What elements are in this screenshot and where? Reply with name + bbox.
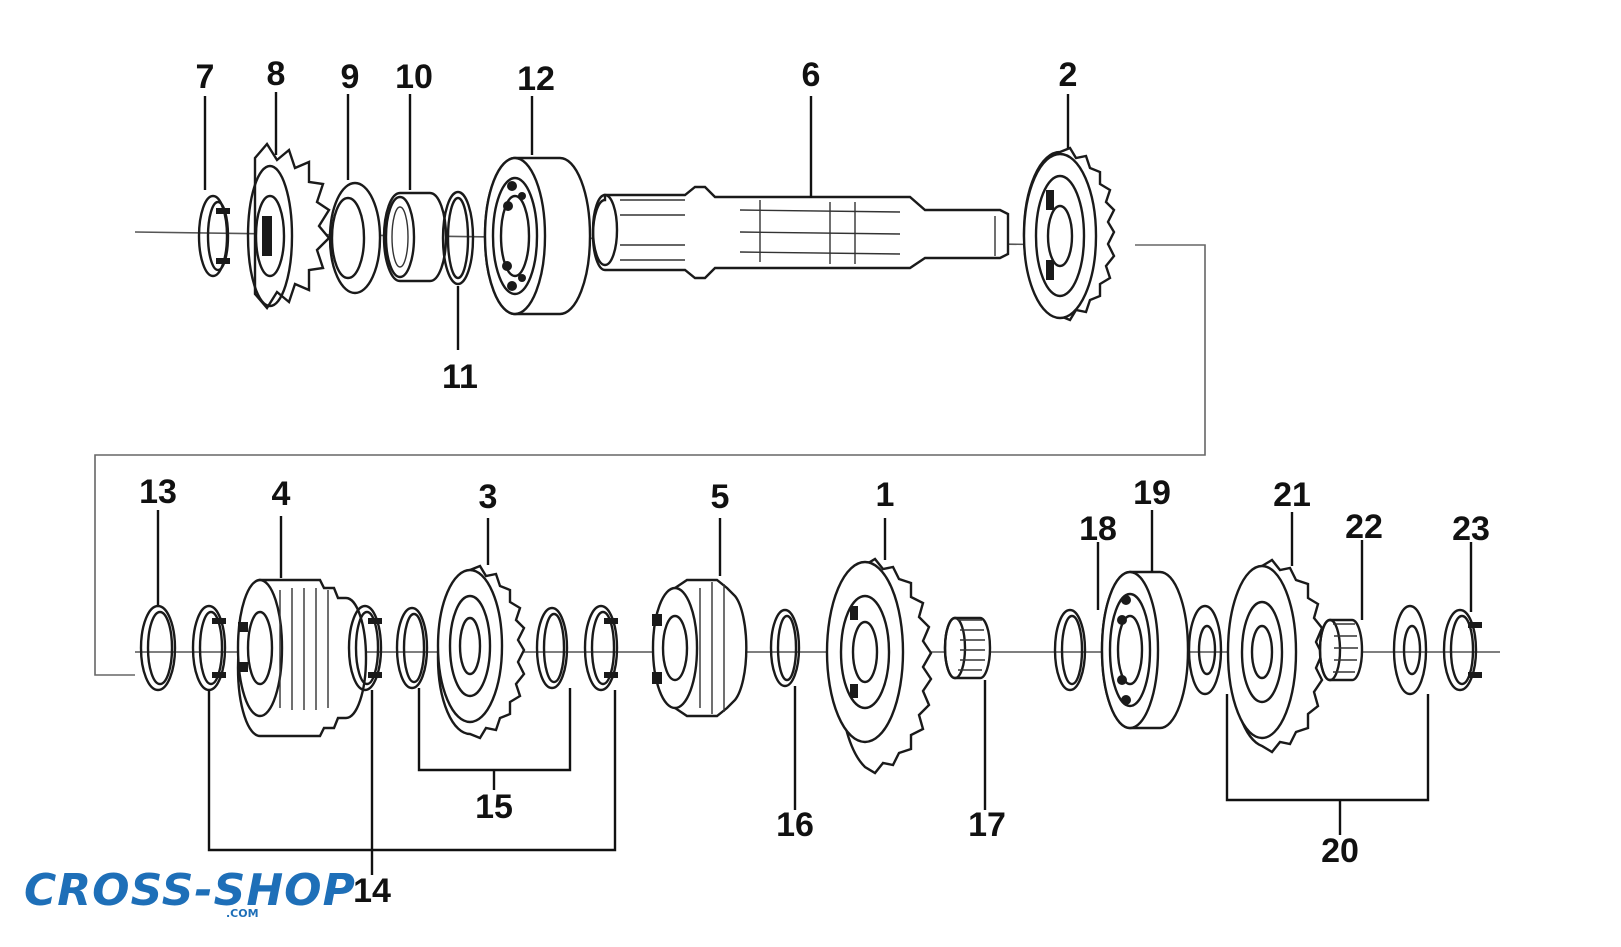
label-10: 10 [395, 58, 433, 96]
label-3: 3 [479, 478, 498, 516]
label-12: 12 [517, 60, 555, 98]
label-4: 4 [272, 475, 291, 513]
label-2: 2 [1059, 56, 1078, 94]
label-9: 9 [341, 58, 360, 96]
part-23-circlip [1442, 608, 1482, 692]
part-21-gear [1226, 558, 1324, 754]
label-22: 22 [1345, 508, 1383, 546]
cross-shop-logo: CROSS-SHOP .COM [24, 865, 356, 920]
part-3-gear [436, 564, 526, 740]
part-5-gear [651, 578, 748, 718]
part-18-circlip [1053, 608, 1087, 692]
logo-text: CROSS-SHOP [24, 865, 356, 916]
part-20-washer-a [1187, 604, 1223, 696]
part-22-needle-bearing [1318, 618, 1364, 682]
label-15: 15 [475, 788, 513, 826]
shaft-connector-line [94, 244, 1206, 676]
part-number-labels: 7 8 9 10 12 6 2 11 13 4 3 5 1 19 21 18 2… [139, 55, 1490, 910]
part-14-circlip-b [347, 604, 383, 692]
label-5: 5 [711, 478, 730, 516]
label-21: 21 [1273, 476, 1311, 514]
label-13: 13 [139, 473, 177, 511]
part-7-circlip [197, 194, 230, 278]
part-15-washer-a [395, 606, 429, 690]
label-18: 18 [1079, 510, 1117, 548]
part-6-main-shaft [591, 185, 1010, 280]
label-17: 17 [968, 806, 1006, 844]
part-9-spacer [328, 181, 382, 295]
part-8-sprocket [246, 141, 331, 311]
part-14-circlip-a [191, 604, 227, 692]
part-10-bushing [382, 191, 448, 283]
part-11-o-ring [441, 190, 475, 286]
part-12-bearing [483, 156, 592, 316]
logo-suffix: .COM [226, 907, 259, 920]
label-11: 11 [442, 358, 478, 396]
label-19: 19 [1133, 474, 1171, 512]
part-14-circlip-c [583, 604, 619, 692]
label-6: 6 [802, 56, 821, 94]
label-8: 8 [267, 55, 286, 93]
label-7: 7 [196, 58, 215, 96]
leader-lines [156, 92, 1473, 875]
part-13-circlip [139, 604, 177, 692]
part-15-washer-b [535, 606, 569, 690]
label-14: 14 [353, 872, 391, 910]
part-17-needle-bearing [943, 616, 992, 680]
label-23: 23 [1452, 510, 1490, 548]
part-2-gear [1022, 146, 1116, 322]
label-20: 20 [1321, 832, 1359, 870]
label-16: 16 [776, 806, 814, 844]
part-1-gear [825, 557, 933, 775]
part-16-washer [769, 608, 801, 688]
label-1: 1 [876, 476, 895, 514]
part-20-washer-b [1392, 604, 1428, 696]
part-19-bearing [1100, 570, 1190, 730]
part-4-gear [236, 578, 368, 738]
